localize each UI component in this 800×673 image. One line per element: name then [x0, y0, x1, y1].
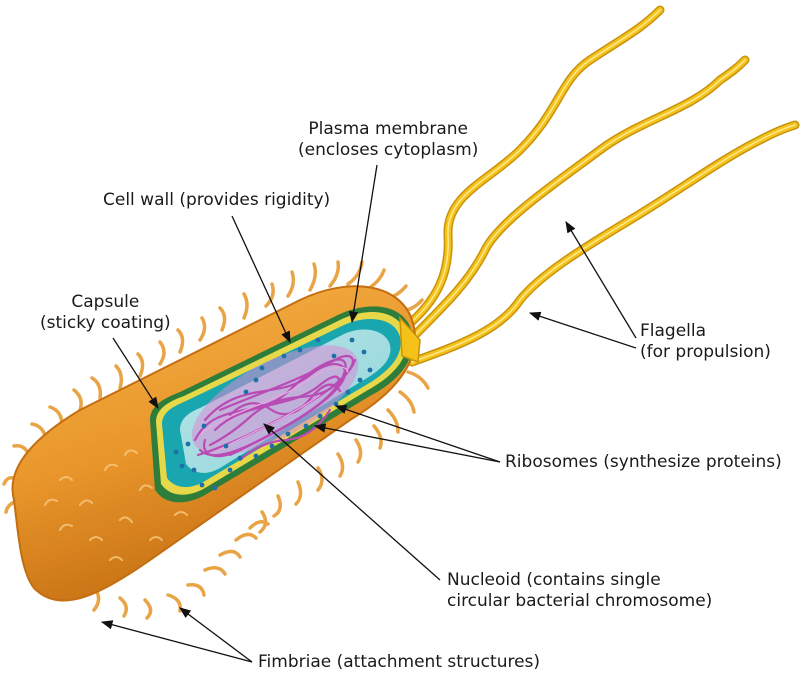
label-plasma-membrane-line2: (encloses cytoplasm) — [298, 140, 479, 160]
label-nucleoid-line1: Nucleoid (contains single — [447, 570, 661, 590]
flagella — [397, 5, 800, 367]
leader-fimbriae-2 — [179, 607, 253, 663]
label-ribosomes: Ribosomes (synthesize proteins) — [505, 452, 782, 472]
flagella-hook — [399, 315, 421, 364]
label-flagella-line2: (for propulsion) — [640, 342, 771, 362]
leader-ribosomes-1 — [334, 404, 501, 463]
label-capsule: Capsule (sticky coating) — [40, 292, 171, 334]
label-plasma-membrane-line1: Plasma membrane — [308, 119, 468, 139]
leader-ribosomes-2 — [313, 423, 501, 463]
leader-nucleoid — [263, 423, 441, 581]
label-fimbriae: Fimbriae (attachment structures) — [258, 652, 541, 672]
label-flagella-line1: Flagella — [640, 321, 707, 341]
ribosomes — [173, 337, 373, 491]
label-cell-wall: Cell wall (provides rigidity) — [103, 190, 331, 210]
surface-fimbriae — [44, 449, 188, 561]
label-capsule-line1: Capsule — [71, 292, 140, 312]
leader-cell-wall — [231, 215, 291, 344]
label-capsule-line2: (sticky coating) — [40, 313, 171, 333]
label-nucleoid: Nucleoid (contains single circular bacte… — [447, 570, 712, 612]
leader-plasma-membrane — [349, 164, 378, 324]
leader-flagella-1 — [565, 220, 637, 339]
label-flagella: Flagella (for propulsion) — [640, 321, 771, 363]
leader-lines — [100, 164, 637, 663]
leader-flagella-2 — [528, 311, 637, 349]
leader-capsule — [112, 337, 159, 409]
label-plasma-membrane: Plasma membrane (encloses cytoplasm) — [298, 119, 478, 161]
leader-fimbriae-1 — [100, 620, 253, 663]
label-nucleoid-line2: circular bacterial chromosome) — [447, 591, 713, 611]
